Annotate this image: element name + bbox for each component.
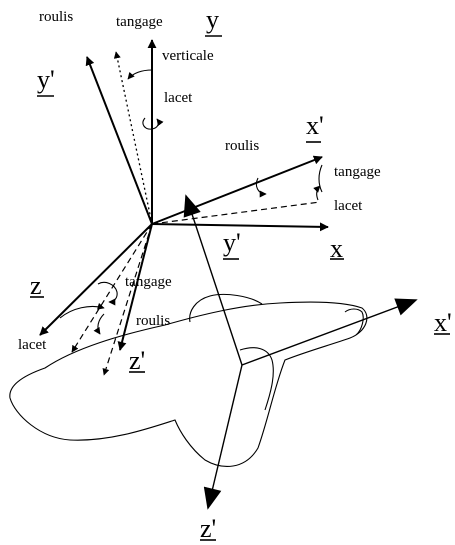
z-axis-arrow — [39, 223, 153, 336]
main-axes — [39, 39, 329, 376]
y-prime-axis-arrow — [85, 56, 153, 225]
label-verticale: verticale — [162, 48, 214, 64]
lacet-right-arc — [313, 185, 321, 201]
hand-outline — [9, 293, 368, 467]
label-z-prime-bottom: z' — [200, 514, 216, 543]
z-prime-dashed-arrow — [102, 223, 153, 376]
label-x-prime-top: x' — [306, 111, 324, 140]
label-lacet-right: lacet — [334, 198, 363, 214]
label-lacet-top: lacet — [164, 90, 193, 106]
tangage-dotted-arrow — [113, 51, 153, 225]
lacet-left-dashed-arrow — [71, 223, 153, 353]
label-y-prime-mid: y' — [223, 228, 241, 257]
label-y: y — [206, 5, 219, 34]
tangage-right-arc — [318, 164, 323, 193]
tangage-left-arc — [97, 281, 118, 306]
lacet-left-arc — [59, 302, 105, 319]
verticale-arc — [127, 69, 153, 80]
roulis-right-arc — [255, 177, 267, 198]
z-prime-left-axis-arrow — [117, 223, 153, 351]
label-x-prime-hand: x' — [434, 308, 452, 337]
label-z-prime-left: z' — [129, 346, 145, 375]
label-y-prime: y' — [37, 65, 55, 94]
label-tangage-top: tangage — [116, 14, 163, 30]
hand-x-prime-arrow — [241, 298, 418, 366]
label-z: z — [30, 271, 42, 300]
x-axis-arrow — [151, 222, 329, 232]
label-tangage-right: tangage — [334, 164, 381, 180]
label-x: x — [330, 234, 343, 263]
hand-z-prime-arrow — [203, 364, 243, 510]
label-roulis-top: roulis — [39, 9, 73, 25]
x-prime-axis-arrow — [151, 155, 323, 225]
hand-axes — [183, 194, 418, 510]
lacet-dashed-line — [151, 201, 321, 225]
labels: roulis tangage y verticale y' lacet x' r… — [18, 5, 452, 543]
label-tangage-left: tangage — [125, 274, 172, 290]
rotation-arcs — [59, 69, 323, 335]
label-roulis-left: roulis — [136, 313, 170, 329]
label-roulis-right: roulis — [225, 138, 259, 154]
lacet-top-arc — [142, 117, 164, 130]
hand-y-prime-arrow — [183, 194, 243, 366]
roulis-left-arc — [93, 313, 105, 335]
label-lacet-left: lacet — [18, 337, 47, 353]
